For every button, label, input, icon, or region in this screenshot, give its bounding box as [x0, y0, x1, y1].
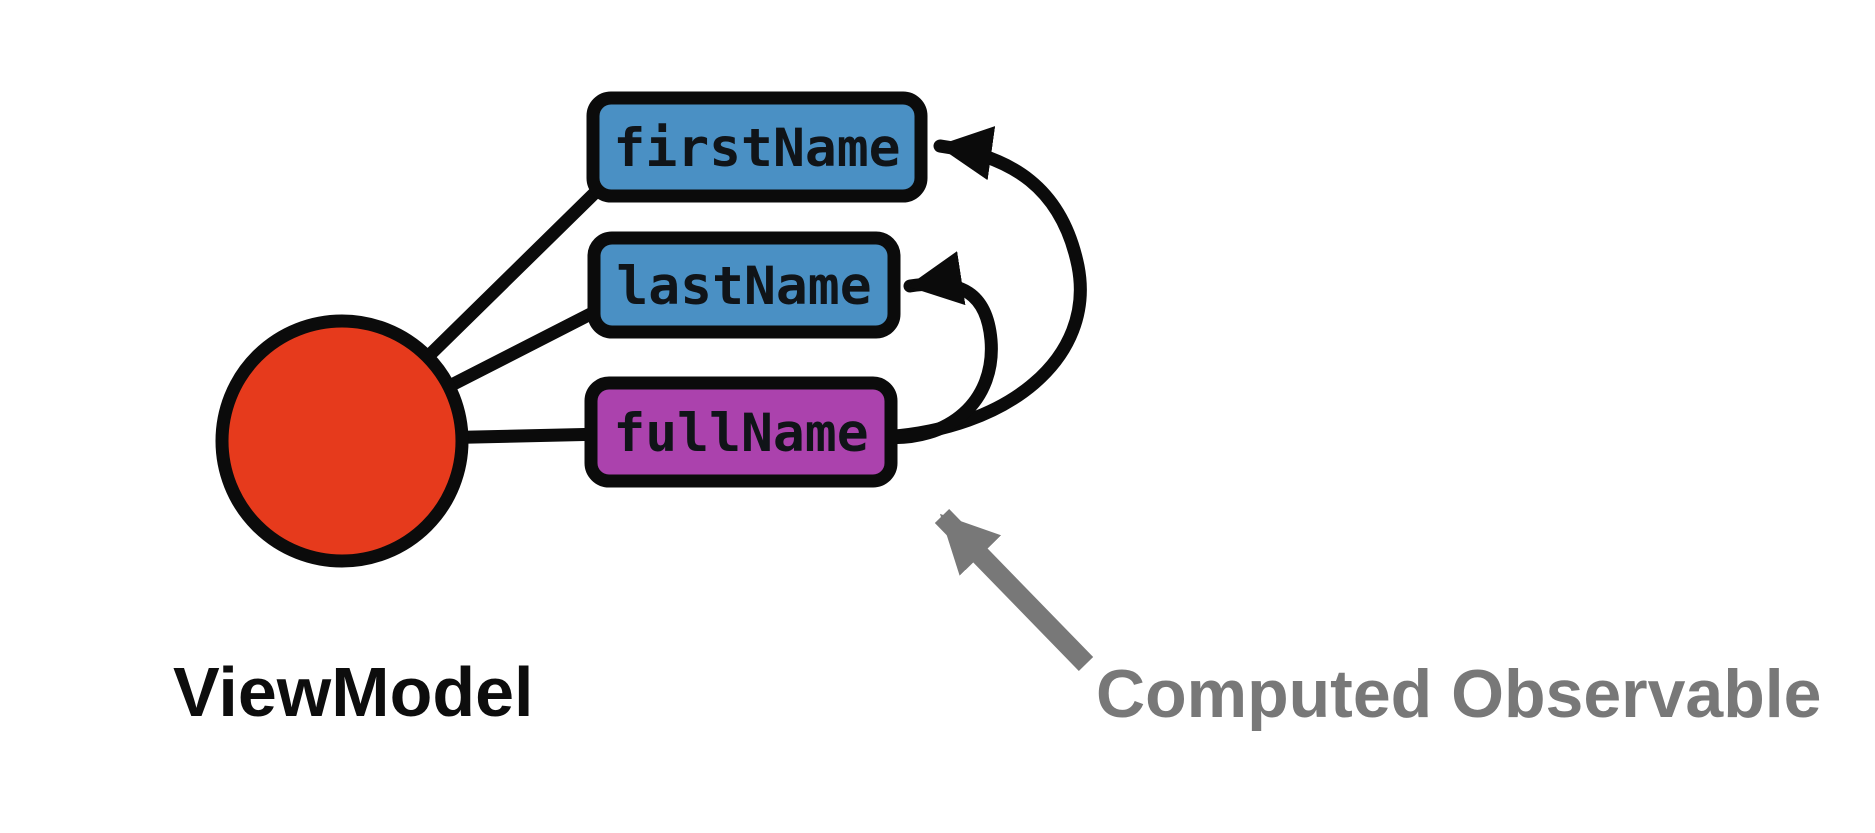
- firstname-box: [586, 91, 928, 203]
- fullname-label: fullName: [613, 403, 868, 464]
- dependency-arrow-fullname-to-firstname: [875, 126, 1087, 444]
- firstname-label: firstName: [613, 118, 900, 179]
- lastname-box: [587, 231, 901, 339]
- dependency-arrow-fullname-to-lastname: [875, 251, 998, 445]
- lastname-label: lastName: [616, 256, 871, 317]
- fullname-box: [584, 376, 898, 488]
- computed-observable-pointer-arrow: [934, 509, 1094, 671]
- computed-observable-caption: Computed Observable: [1096, 656, 1822, 732]
- viewmodel-node: [215, 314, 469, 568]
- viewmodel-caption: ViewModel: [173, 653, 533, 731]
